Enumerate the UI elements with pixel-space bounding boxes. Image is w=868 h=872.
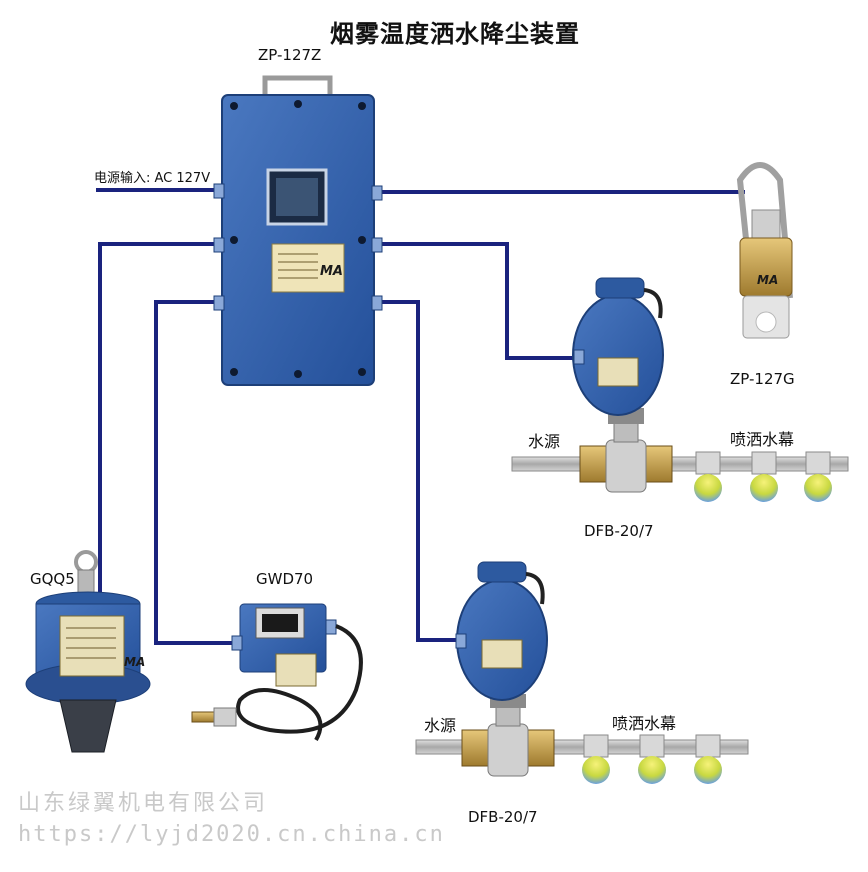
pipe-upper-tube (511, 456, 849, 472)
sensor-body (739, 237, 793, 297)
sensor-zp127g (736, 162, 793, 339)
controller-cable-glands (213, 183, 383, 311)
gqq5-sensor-head (59, 699, 117, 753)
wire-to-valve-lower (374, 300, 462, 642)
valve-dfb-lower (455, 561, 548, 708)
label-upper-water-source: 水源 (528, 432, 561, 451)
valve-lower-fitting (461, 703, 555, 777)
sensor-ma-badge: MA (757, 273, 778, 287)
sensor-bracket (736, 162, 793, 299)
label-lower-spray-curtain: 喷洒水幕 (612, 714, 677, 733)
label-valve-upper-model: DFB-20/7 (584, 522, 654, 540)
pipe-upper (511, 419, 849, 502)
valve-upper-coil (572, 294, 664, 416)
gwd70-probe-cable (236, 624, 363, 742)
watermark-url: https://lyjd2020.cn.china.cn (18, 822, 445, 847)
valve-lower-plate (481, 639, 523, 669)
watermark-company: 山东绿翼机电有限公司 (18, 791, 269, 816)
sensor-gqq5 (25, 550, 151, 753)
label-power-input: 电源输入: AC 127V (94, 171, 211, 186)
sensor-mount (751, 209, 781, 241)
gqq5-hanger-ring (74, 550, 98, 574)
controller-housing (221, 94, 375, 386)
label-upper-spray-curtain: 喷洒水幕 (730, 430, 795, 449)
sensor-lens (755, 311, 777, 333)
label-lower-water-source: 水源 (424, 716, 457, 735)
label-temp-sensor-model: GWD70 (256, 570, 314, 588)
controller-handle (262, 75, 333, 98)
spray-nozzles-lower (582, 734, 722, 784)
controller-screws (230, 100, 366, 378)
valve-upper-cable (643, 288, 663, 319)
gwd70-nameplate (275, 653, 317, 687)
label-controller-model: ZP-127Z (258, 46, 322, 64)
valve-dfb-upper (572, 277, 664, 424)
diagram-title: 烟雾温度洒水降尘装置 (330, 20, 580, 48)
controller-nameplate (271, 243, 345, 293)
wire-to-valve-upper (374, 242, 580, 360)
spray-nozzles-upper (694, 451, 832, 502)
gqq5-nameplate (59, 615, 125, 677)
label-valve-lower-model: DFB-20/7 (468, 808, 538, 826)
valve-lower-cable (525, 572, 545, 605)
sensor-gwd70 (191, 603, 363, 742)
controller-zp127z (213, 75, 383, 386)
pipe-lower (415, 703, 749, 784)
controller-ma-badge: MA (320, 264, 343, 279)
label-sensor-top-model: ZP-127G (730, 370, 795, 388)
wire-to-temp-sensor (154, 300, 240, 645)
gqq5-ma-badge: MA (124, 655, 145, 669)
controller-display-screen (276, 178, 318, 216)
wire-to-smoke-sensor (98, 242, 222, 600)
label-smoke-sensor-model: GQQ5 (30, 570, 75, 588)
valve-upper-fitting (579, 419, 673, 493)
gwd70-probe-tip (191, 711, 217, 723)
wires (96, 188, 745, 645)
valve-upper-plate (597, 357, 639, 387)
